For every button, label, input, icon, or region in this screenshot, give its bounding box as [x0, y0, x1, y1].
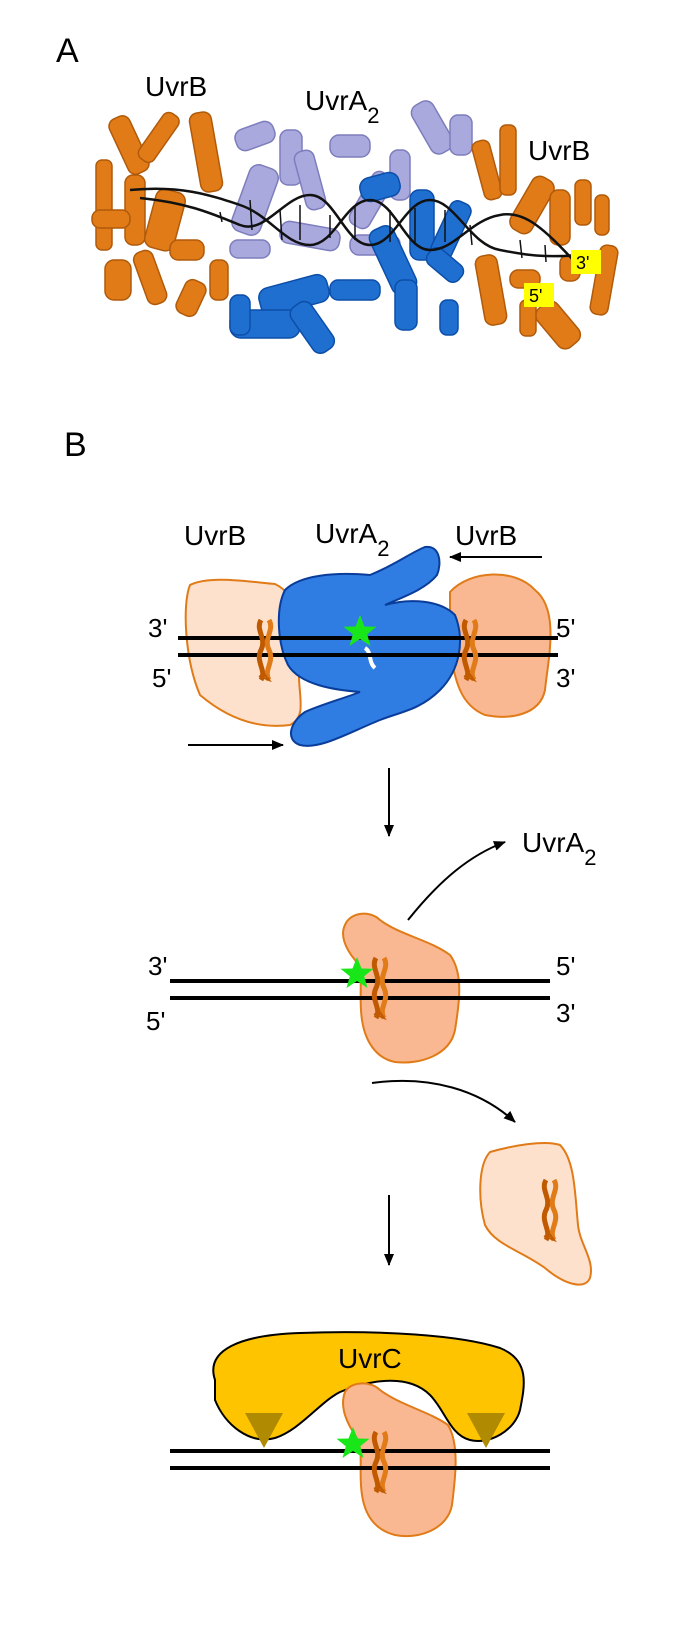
end-3-highlight: 3' [571, 250, 601, 274]
uvrc-blade-right [467, 1413, 505, 1448]
panel-b-letter: B [64, 426, 87, 464]
stage2-released-label: UvrA2 [522, 827, 596, 870]
stage2-end-left-bottom: 5' [146, 1006, 165, 1036]
stage1-uvrb-left-label: UvrB [184, 520, 246, 551]
panel-a-uvra-label: UvrA2 [305, 85, 379, 128]
released-arrow [407, 841, 506, 921]
stage1-uvrb-right-label: UvrB [455, 520, 517, 551]
stage2-end-right-top: 5' [556, 951, 575, 981]
panel-a-uvrb-right-label: UvrB [528, 135, 590, 166]
uvrb-left-structure [91, 111, 229, 318]
end-5-label: 5' [529, 286, 542, 306]
panel-a-letter: A [56, 32, 79, 70]
uvrc-blade-left [245, 1413, 283, 1448]
uvrc-shape [212, 1331, 525, 1442]
stage1-end-left-top: 3' [148, 613, 167, 643]
stage1-uvra-label: UvrA2 [315, 518, 389, 561]
uvrb-left-shape [184, 578, 303, 727]
panel-a-uvrb-left-label: UvrB [145, 71, 207, 102]
panel-b: B UvrB UvrB UvrA2 3' 5' 5' 3' U [64, 426, 596, 1538]
released-uvrb-shape [479, 1142, 592, 1286]
uvrb-bound-shape [342, 912, 461, 1064]
stage1-end-right-top: 5' [556, 613, 575, 643]
end-3-label: 3' [576, 253, 589, 273]
arrow-uvrb-release [371, 1079, 516, 1123]
stage3: UvrC [170, 1331, 550, 1538]
stage1-end-right-bottom: 3' [556, 663, 575, 693]
stage2-end-left-top: 3' [148, 951, 167, 981]
dna-helix [129, 187, 581, 263]
uvra-dimer-shape [277, 545, 461, 747]
uvrc-label: UvrC [338, 1343, 402, 1374]
panel-a: A [56, 32, 619, 355]
stage2-end-right-bottom: 3' [556, 998, 575, 1028]
end-5-highlight: 5' [524, 283, 554, 307]
stage1: UvrB UvrB UvrA2 3' 5' 5' 3' [148, 518, 575, 750]
uvra-light-subunit [229, 100, 473, 259]
stage1-end-left-bottom: 5' [152, 663, 171, 693]
uvrb-right-structure [471, 124, 619, 350]
stage2: UvrA2 3' 5' 5' 3' [146, 827, 596, 1064]
